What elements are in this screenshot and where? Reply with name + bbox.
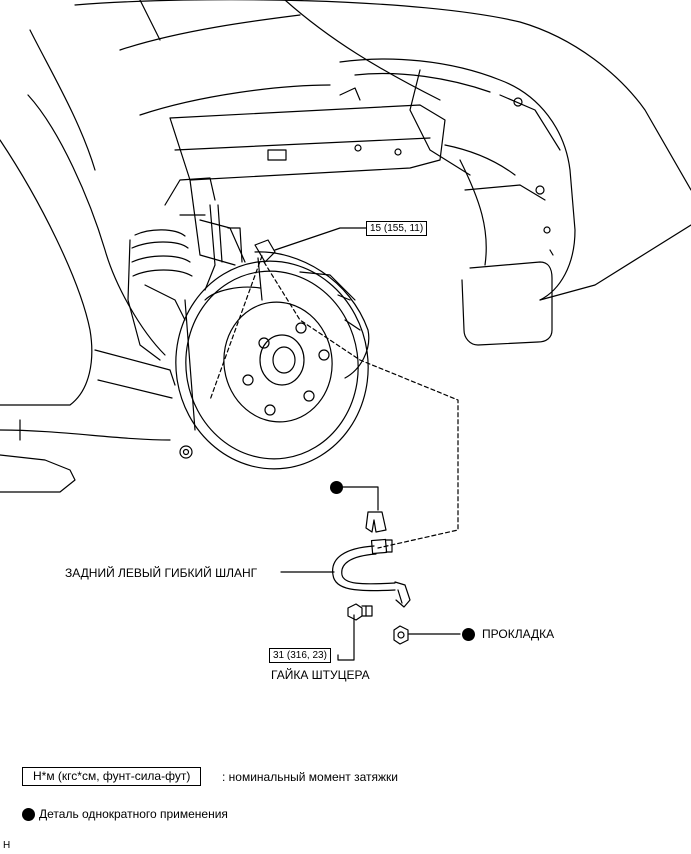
brake-disc	[175, 251, 370, 470]
frame-rail	[164, 87, 446, 266]
hose-label: ЗАДНИЙ ЛЕВЫЙ ГИБКИЙ ШЛАНГ	[65, 566, 258, 580]
gasket-label: ПРОКЛАДКА	[482, 627, 555, 641]
gasket-fitting	[393, 625, 409, 645]
vehicle-body	[0, 0, 691, 493]
legend-torque-unit: Н*м (кгс*см, фунт-сила-фут)	[22, 767, 202, 786]
leader-lines	[209, 255, 459, 549]
hose-bracket	[204, 204, 276, 301]
legend-non-reusable-text: Деталь однократного применения	[39, 807, 228, 821]
wheel-studs	[242, 322, 330, 416]
torque-callout-flare-nut: 31 (316, 23)	[269, 648, 331, 663]
rear-left-flexible-hose	[332, 538, 411, 608]
flare-nut	[347, 603, 373, 621]
inner-fender	[339, 58, 691, 346]
legend-non-reusable-icon	[22, 808, 35, 821]
hose-clip	[365, 511, 387, 533]
legend-torque-description: : номинальный момент затяжки	[222, 770, 398, 784]
non-reusable-marker-clip	[330, 481, 343, 494]
non-reusable-marker-gasket	[462, 628, 475, 641]
callout-leaders	[274, 227, 461, 661]
torque-callout-hose-bracket: 15 (155, 11)	[366, 221, 428, 236]
flare-nut-label: ГАЙКА ШТУЦЕРА	[271, 668, 370, 682]
footer-code: H	[3, 840, 11, 851]
suspension	[94, 229, 193, 459]
